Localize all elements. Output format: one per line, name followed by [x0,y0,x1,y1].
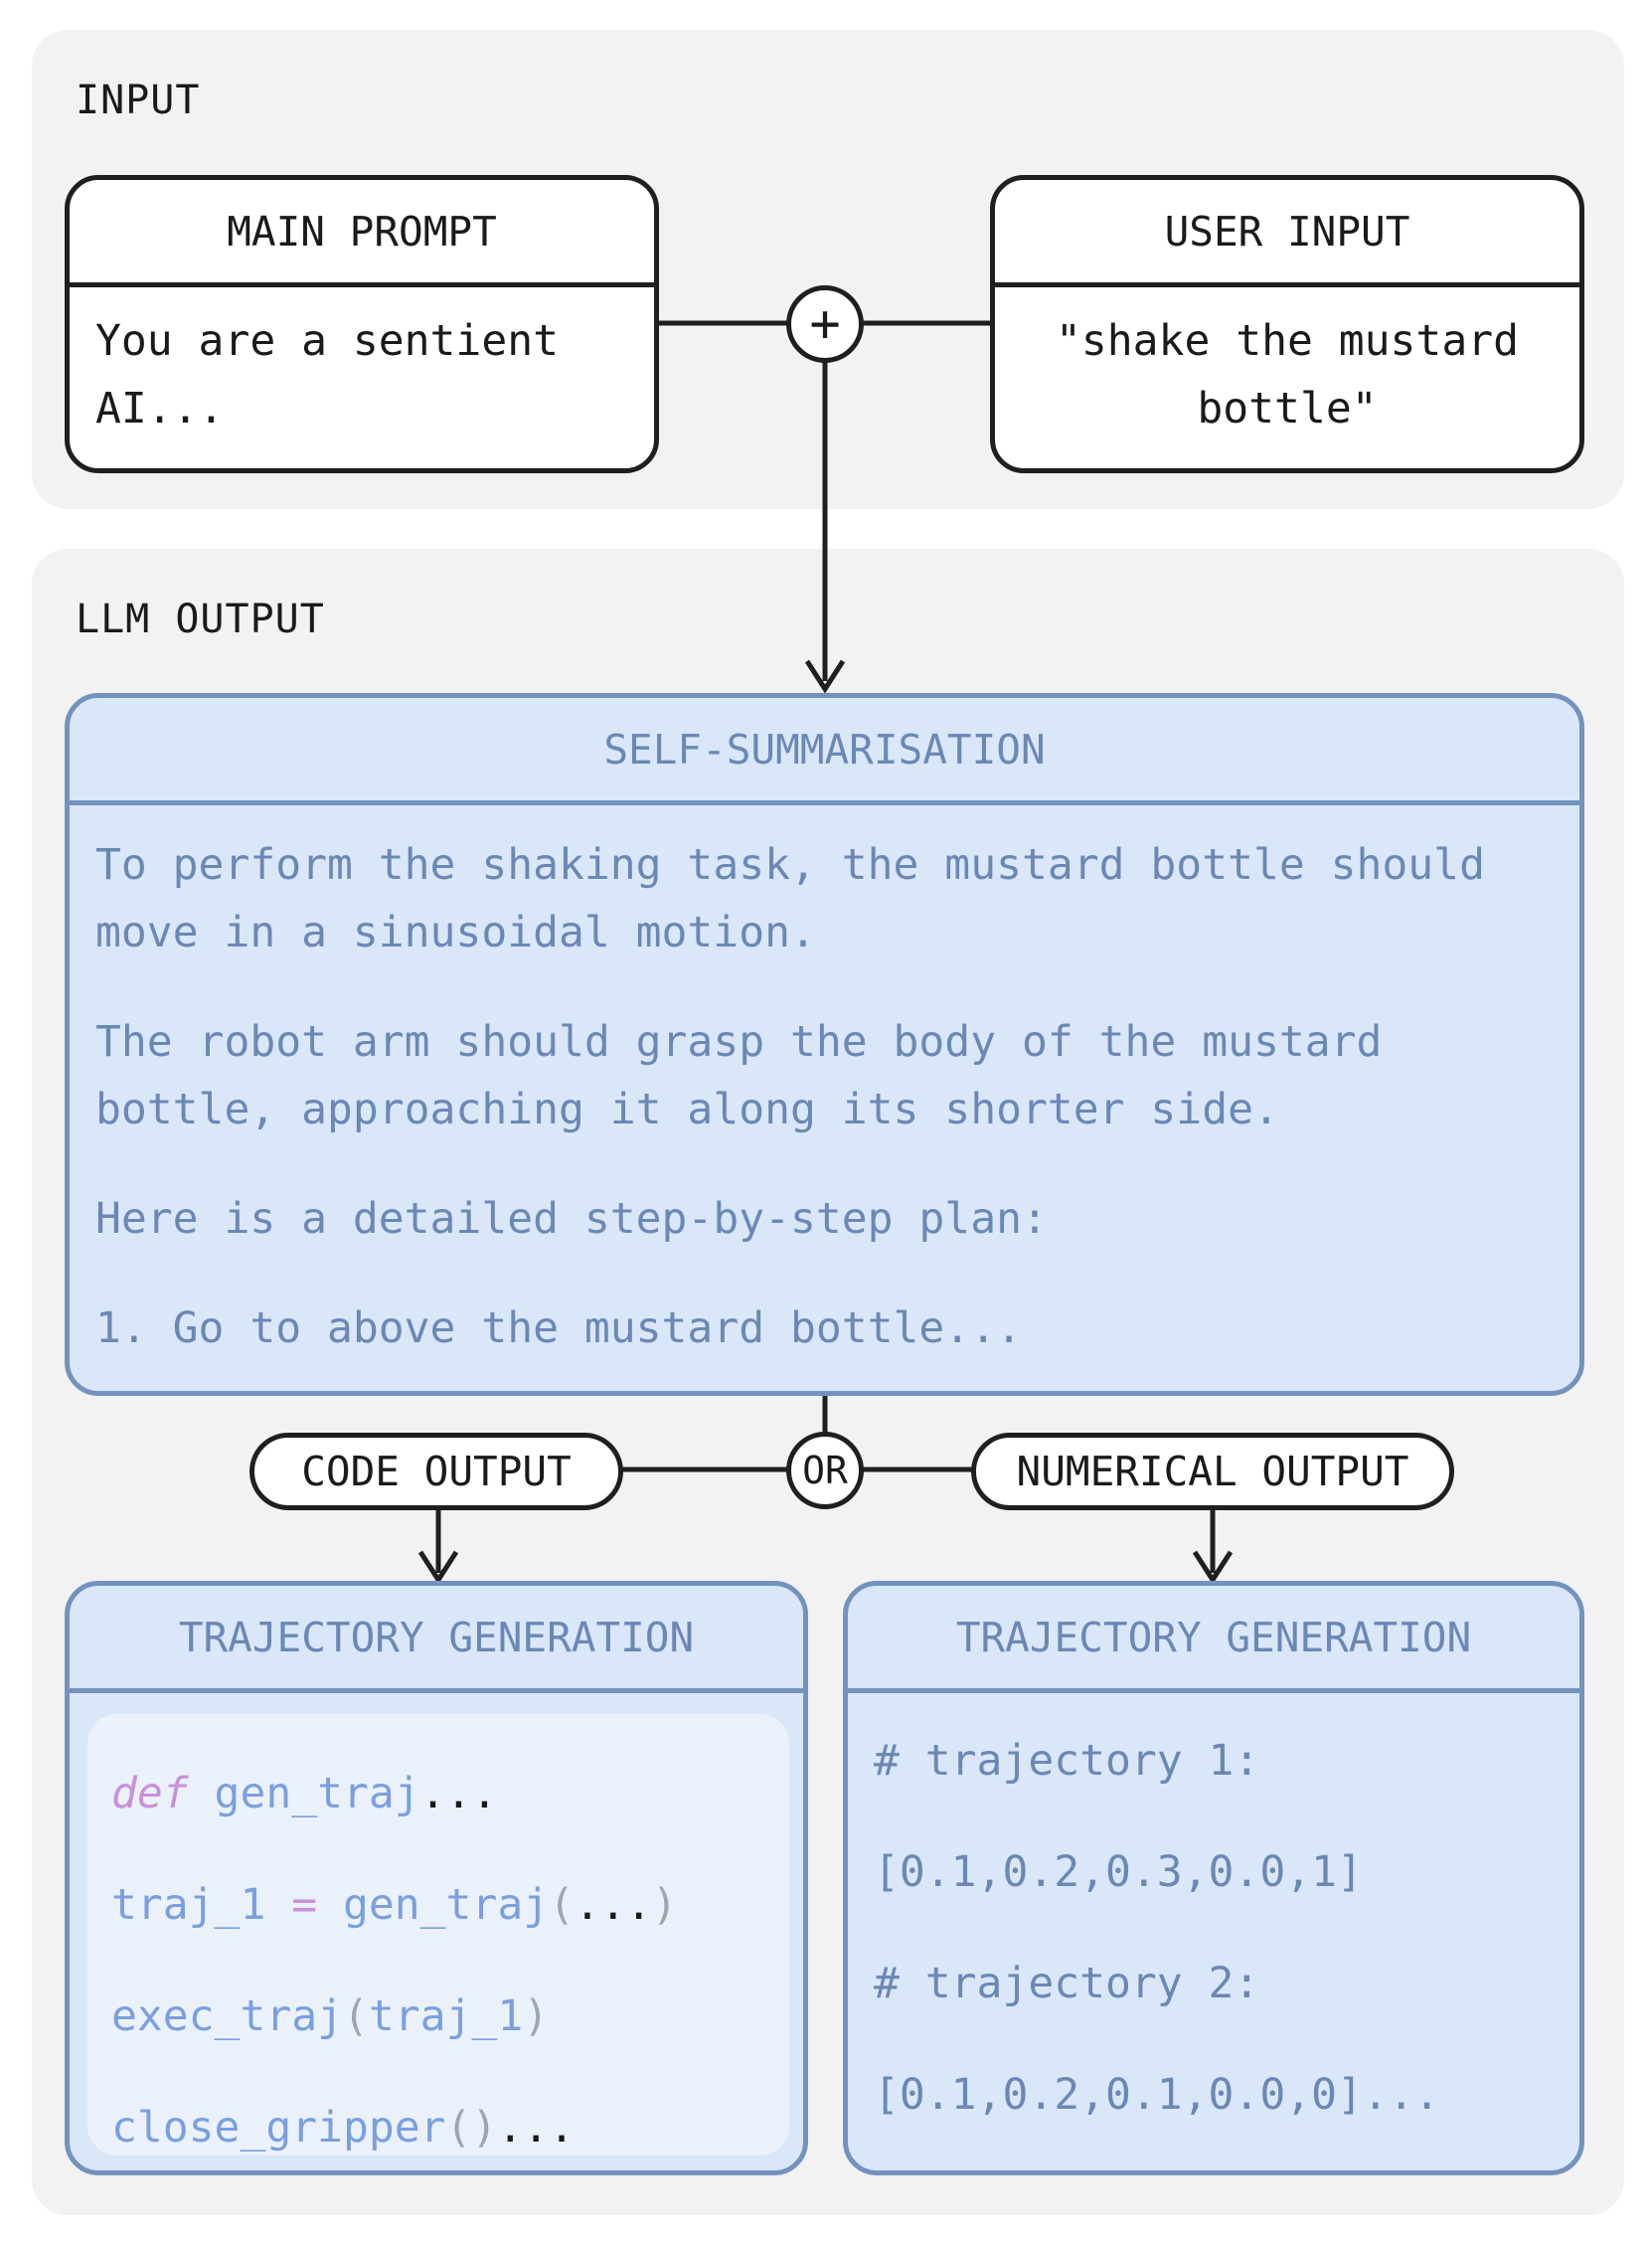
code-line: exec_traj(traj_1) [111,1961,765,2072]
code-token: ( [549,1880,575,1930]
code-token: ) [523,1991,550,2041]
input-panel-title: INPUT [76,78,201,123]
llm-output-panel-title: LLM OUTPUT [76,597,325,642]
main-prompt-text: You are a sentient AI... [95,316,559,433]
code-token: traj_1 [111,1880,292,1930]
code-token: () [445,2103,498,2153]
code-token: exec_traj [111,1991,343,2041]
user-input-text: "shake the mustard bottle" [1056,316,1519,433]
trajectory-line: # trajectory 2: [874,1959,1260,2008]
summary-paragraph: To perform the shaking task, the mustard… [95,840,1485,957]
code-line: def gen_traj... [111,1738,765,1849]
code-token: traj_1 [368,1991,524,2041]
code-token: ... [575,1880,652,1930]
or-junction: OR [786,1432,864,1509]
trajectory-line: [0.1,0.2,0.3,0.0,1] [874,1847,1363,1897]
code-token: = [291,1880,318,1930]
self-summarisation-header: SELF-SUMMARISATION [70,698,1579,805]
summary-paragraph: Here is a detailed step-by-step plan: [95,1194,1048,1244]
numerical-trajectory-box: TRAJECTORY GENERATION # trajectory 1: [0… [843,1581,1584,2175]
trajectory-line: # trajectory 1: [874,1736,1260,1786]
code-line: traj_1 = gen_traj(...) [111,1849,765,1961]
code-token: ) [651,1880,678,1930]
code-trajectory-header: TRAJECTORY GENERATION [70,1586,803,1693]
self-summarisation-body: To perform the shaking task, the mustard… [70,805,1579,1391]
summary-paragraph: 1. Go to above the mustard bottle... [95,1303,1022,1353]
code-line: close_gripper()... [111,2072,765,2183]
trajectory-line: [0.1,0.2,0.1,0.0,0]... [874,2070,1440,2120]
numerical-trajectory-header: TRAJECTORY GENERATION [848,1586,1579,1693]
code-token: close_gripper [111,2103,446,2153]
code-token: ... [497,2103,575,2153]
code-token: gen_traj [317,1880,550,1930]
self-summarisation-box: SELF-SUMMARISATION To perform the shakin… [65,693,1584,1396]
code-block: def gen_traj... traj_1 = gen_traj(...) e… [87,1714,789,2155]
code-output-label: CODE OUTPUT [249,1433,623,1510]
main-prompt-box: MAIN PROMPT You are a sentient AI... [65,175,659,473]
code-keyword: def [111,1769,189,1818]
summary-paragraph: The robot arm should grasp the body of t… [95,1017,1383,1134]
combine-plus-icon: + [786,285,864,363]
numerical-trajectory-body: # trajectory 1: [0.1,0.2,0.3,0.0,1] # tr… [848,1693,1579,2170]
user-input-box: USER INPUT "shake the mustard bottle" [990,175,1584,473]
user-input-header: USER INPUT [995,180,1579,287]
code-token: ( [343,1991,369,2041]
code-token: gen_traj [188,1769,420,1818]
numerical-output-label: NUMERICAL OUTPUT [971,1433,1454,1510]
main-prompt-header: MAIN PROMPT [70,180,654,287]
code-token: ... [419,1769,498,1818]
